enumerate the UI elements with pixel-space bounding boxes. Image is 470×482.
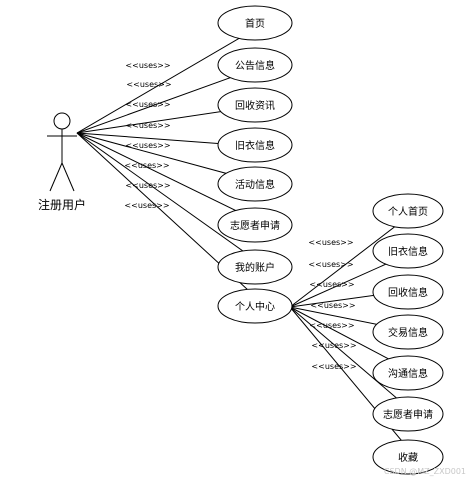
use-case-ellipse — [217, 166, 293, 202]
stereotype-label: <<uses>> — [125, 181, 170, 190]
stereotype-label: <<uses>> — [125, 100, 170, 109]
use-case-label: 志愿者申请 — [383, 408, 433, 421]
use-case-ellipse — [372, 233, 444, 269]
use-case-ellipse — [217, 288, 293, 324]
use-case-2: 公告信息 — [217, 47, 293, 83]
use-case-ellipse — [372, 314, 444, 350]
use-case-label: 公告信息 — [235, 59, 275, 72]
actor-right-leg — [61, 162, 75, 192]
use-case-5: 活动信息 — [217, 166, 293, 202]
use-case-label: 旧衣信息 — [388, 245, 428, 258]
stereotype-label: <<uses>> — [124, 161, 169, 170]
use-case-ellipse — [372, 439, 444, 475]
use-case-label: 志愿者申请 — [230, 219, 280, 232]
actor-label: 注册用户 — [38, 197, 86, 212]
stereotype-label: <<uses>> — [125, 141, 170, 150]
use-case-ellipse — [217, 5, 293, 41]
use-case-label: 交易信息 — [388, 326, 428, 339]
sub-use-case-3: 回收信息 — [372, 274, 444, 310]
stereotype-labels: <<uses>> <<uses>> <<uses>> <<uses>> <<uses>>… — [124, 61, 356, 371]
actor: 注册用户 — [38, 112, 86, 212]
use-case-3: 回收资讯 — [217, 87, 293, 123]
use-case-label: 个人中心 — [235, 300, 275, 313]
actor-left-leg — [49, 162, 63, 192]
use-case-ellipse — [217, 127, 293, 163]
use-case-ellipse — [372, 274, 444, 310]
use-case-label: 活动信息 — [235, 178, 275, 191]
use-case-7: 我的账户 — [217, 249, 293, 285]
sub-use-case-7: 收藏 — [372, 439, 444, 475]
use-case-ellipse — [217, 87, 293, 123]
use-case-6: 志愿者申请 — [217, 207, 293, 243]
sub-use-case-1: 个人首页 — [372, 193, 444, 229]
use-case-label: 首页 — [245, 17, 265, 30]
stereotype-label: <<uses>> — [311, 362, 356, 371]
stereotype-label: <<uses>> — [124, 201, 169, 210]
use-case-label: 回收信息 — [388, 286, 428, 299]
use-case-ellipse — [217, 47, 293, 83]
use-case-4: 旧衣信息 — [217, 127, 293, 163]
use-case-label: 我的账户 — [235, 261, 275, 274]
sub-use-case-6: 志愿者申请 — [372, 396, 444, 432]
stereotype-label: <<uses>> — [308, 260, 353, 269]
use-case-8: 个人中心 — [217, 288, 293, 324]
stereotype-label: <<uses>> — [125, 61, 170, 70]
use-case-ellipse — [372, 355, 444, 391]
stereotype-label: <<uses>> — [125, 121, 170, 130]
stereotype-label: <<uses>> — [309, 321, 354, 330]
use-case-label: 收藏 — [398, 451, 418, 464]
sub-use-case-2: 旧衣信息 — [372, 233, 444, 269]
watermark: CSDN @MZ_ZXD001 — [384, 467, 466, 476]
use-case-1: 首页 — [217, 5, 293, 41]
use-case-label: 回收资讯 — [235, 99, 275, 112]
sub-use-case-4: 交易信息 — [372, 314, 444, 350]
use-case-label: 个人首页 — [388, 205, 428, 218]
stereotype-label: <<uses>> — [309, 280, 354, 289]
stereotype-label: <<uses>> — [308, 238, 353, 247]
use-case-label: 旧衣信息 — [235, 139, 275, 152]
sub-use-case-5: 沟通信息 — [372, 355, 444, 391]
stereotype-label: <<uses>> — [311, 341, 356, 350]
stereotype-label: <<uses>> — [310, 301, 355, 310]
stereotype-label: <<uses>> — [126, 80, 171, 89]
use-case-label: 沟通信息 — [388, 367, 428, 380]
use-case-ellipse — [372, 193, 444, 229]
use-case-ellipse — [372, 396, 444, 432]
actor-head — [53, 112, 71, 130]
use-case-ellipse — [217, 249, 293, 285]
use-case-ellipse — [217, 207, 293, 243]
